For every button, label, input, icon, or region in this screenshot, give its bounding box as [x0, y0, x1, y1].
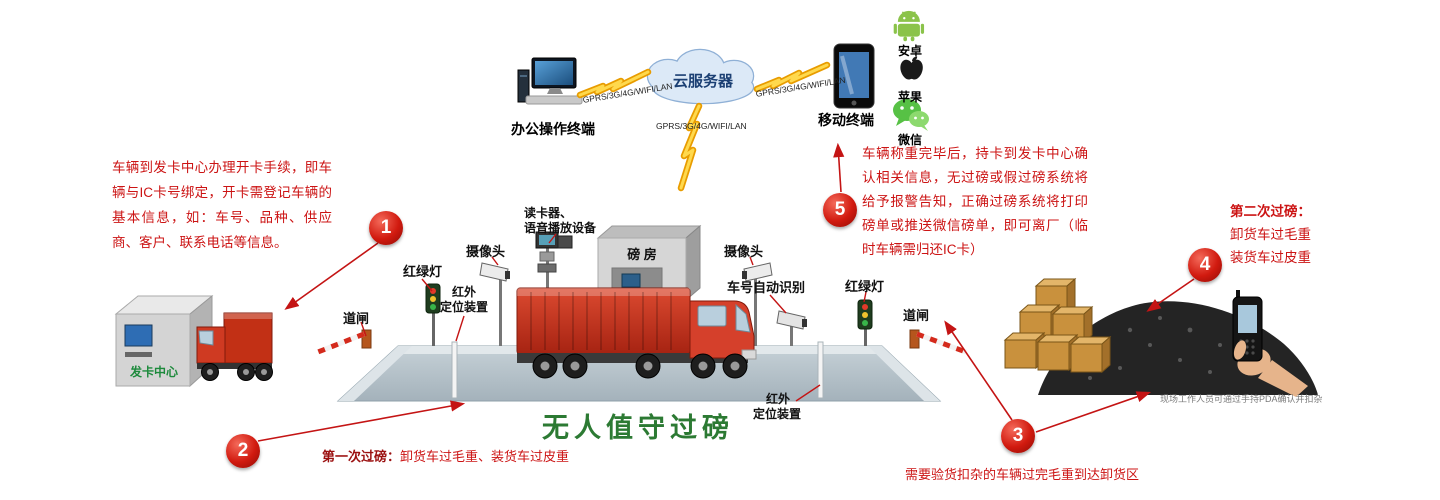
main-truck [516, 287, 757, 379]
infrared-right-label-line2: 定位装置 [753, 407, 802, 421]
wechat-label: 微信 [897, 133, 922, 147]
traffic-light-left-label: 红绿灯 [403, 264, 443, 279]
reader-label-line1: 读卡器、 [524, 206, 573, 220]
reader-label-line2: 语音播放设备 [524, 221, 597, 235]
step-circle-1: 1 [369, 211, 403, 245]
mobile-terminal-icon [833, 43, 875, 109]
weigh-house-label: 磅 房 [627, 247, 657, 262]
weigh-house [596, 224, 702, 302]
traffic-light-right-label: 红绿灯 [845, 279, 885, 294]
step-circle-4: 4 [1188, 248, 1222, 282]
step2-note-text: 卸货车过毛重、装货车过皮重 [400, 449, 570, 464]
camera-left-label: 摄像头 [466, 244, 506, 259]
anpr-label: 车号自动识别 [727, 280, 806, 295]
flow-arrows [257, 142, 1195, 442]
android-icon [893, 10, 925, 42]
office-terminal-label: 办公操作终端 [511, 121, 595, 137]
traffic-light-right [857, 299, 873, 346]
step1-note: 车辆到发卡中心办理开卡手续，即车辆与IC卡号绑定，开卡需登记车辆的基本信息，如：… [112, 160, 332, 250]
office-terminal-icon [517, 57, 583, 105]
step4-note-line2: 装货车过皮重 [1230, 250, 1311, 265]
step4-note: 第二次过磅： 卸货车过毛重 装货车过皮重 [1230, 200, 1311, 269]
apple-label: 苹果 [897, 90, 922, 104]
infrared-post-right [817, 341, 824, 399]
step-circle-2: 2 [226, 434, 260, 468]
card-center-label: 发卡中心 [129, 365, 178, 379]
wechat-icon [893, 99, 929, 131]
step2-note-label: 第一次过磅： [322, 449, 401, 464]
camera-right-label: 摄像头 [724, 244, 764, 259]
step4-note-line1: 卸货车过毛重 [1230, 227, 1311, 242]
step2-note: 第一次过磅：卸货车过毛重、装货车过皮重 [322, 446, 569, 465]
step-circle-3: 3 [1001, 419, 1035, 453]
pda-caption: 现场工作人员可通过手持PDA确认并扣杂 [1160, 394, 1323, 404]
infrared-left-label-line1: 红外 [452, 285, 477, 299]
step3-note: 需要验货扣杂的车辆过完毛重到达卸货区 [905, 467, 1140, 482]
barrier-gate-right [909, 329, 967, 355]
label-leader-lines [360, 233, 867, 402]
pda-hand [1232, 290, 1308, 397]
mobile-terminal-label: 移动终端 [818, 112, 874, 128]
cctv-camera-right [742, 262, 773, 346]
android-label: 安卓 [897, 44, 922, 58]
cctv-camera-left [479, 262, 510, 346]
barrier-left-label: 道闸 [343, 311, 370, 326]
anpr-camera [776, 310, 807, 346]
step5-note: 车辆称重完毕后，持卡到发卡中心确认相关信息，无过磅或假过磅系统将给予报警告知，正… [862, 146, 1088, 257]
main-title: 无人值守过磅 [542, 413, 734, 443]
infrared-left-label-line2: 定位装置 [440, 300, 489, 314]
cargo-boxes [1003, 277, 1112, 374]
step-circle-5: 5 [823, 193, 857, 227]
infrared-post-left [451, 341, 458, 399]
barrier-right-label: 道闸 [903, 308, 930, 323]
apple-icon [900, 56, 923, 80]
barrier-gate-left [317, 329, 372, 355]
link-label-center: GPRS/3G/4G/WIFI/LAN [656, 121, 747, 131]
lightning-bolts [576, 61, 831, 192]
infrared-right-label-line1: 红外 [766, 392, 791, 406]
traffic-light-left [425, 283, 441, 346]
cloud-server-label: 云服务器 [672, 73, 733, 90]
card-center-truck [196, 312, 273, 381]
step4-note-label: 第二次过磅： [1230, 204, 1311, 219]
cloud-icon [646, 48, 755, 105]
